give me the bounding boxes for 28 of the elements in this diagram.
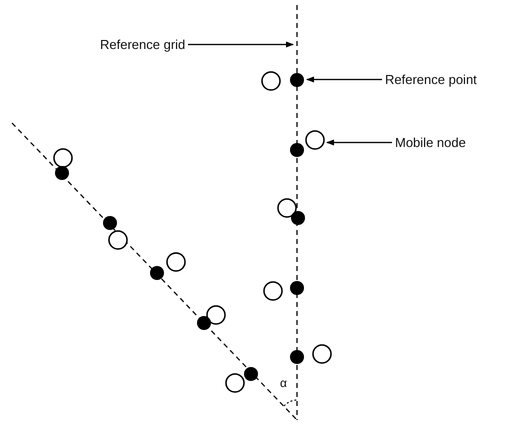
mobile-node-circle	[277, 198, 297, 218]
mobile-node-circle	[53, 148, 73, 168]
leader-arrow	[188, 42, 294, 48]
reference-point-dot	[103, 216, 117, 230]
mobile-node-circle	[206, 305, 226, 325]
mobile-node-circle	[263, 281, 283, 301]
mobile-node-circle	[166, 252, 186, 272]
reference-point-dot	[290, 281, 304, 295]
reference-point-dot	[290, 143, 304, 157]
mobile-node-circle	[108, 230, 128, 250]
reference-point-dot	[290, 350, 304, 364]
reference-point-dot	[197, 316, 211, 330]
reference-grid-line	[296, 5, 298, 420]
mobile-node-circle	[305, 130, 325, 150]
leader-arrow	[326, 140, 392, 146]
reference-point-dot	[290, 73, 304, 87]
mobile-node-circle	[312, 344, 332, 364]
callout-label: Reference grid	[100, 37, 186, 52]
mobile-node-circle	[225, 373, 245, 393]
reference-point-dot	[291, 211, 305, 225]
reference-point-dot	[150, 266, 164, 280]
callout-label: Reference point	[385, 72, 477, 87]
angle-label: α	[280, 376, 287, 390]
reference-point-dot	[244, 367, 258, 381]
leader-arrow	[306, 76, 382, 82]
reference-point-dot	[55, 166, 69, 180]
mobile-node-circle	[261, 71, 281, 91]
callout-label: Mobile node	[395, 135, 466, 150]
